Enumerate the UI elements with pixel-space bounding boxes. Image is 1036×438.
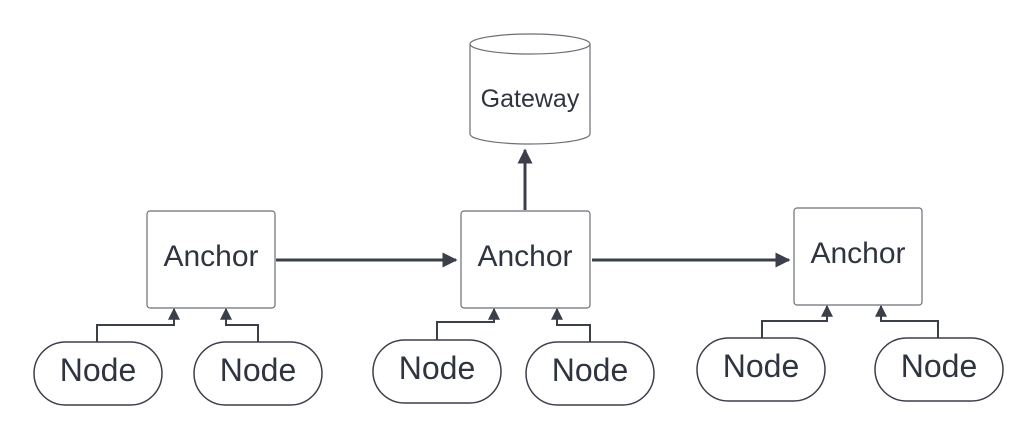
connector-node6-to-anchor3 bbox=[875, 304, 939, 338]
connector-node5-to-anchor3 bbox=[761, 304, 833, 338]
node-label: Node bbox=[220, 352, 297, 388]
node-pill-3[interactable]: Node bbox=[372, 339, 502, 404]
connector-node4-to-anchor2 bbox=[551, 307, 591, 342]
gateway-cylinder-top bbox=[469, 33, 591, 55]
anchor-label: Anchor bbox=[477, 240, 572, 273]
node-label: Node bbox=[901, 348, 978, 384]
anchor-box-2[interactable]: Anchor bbox=[460, 210, 591, 309]
anchor-box-3[interactable]: Anchor bbox=[793, 207, 923, 306]
connector-node1-to-anchor1 bbox=[96, 307, 180, 342]
node-label: Node bbox=[399, 350, 476, 386]
gateway-database[interactable]: Gateway bbox=[469, 33, 591, 145]
gateway-cylinder-body bbox=[469, 44, 591, 145]
connector-node3-to-anchor2 bbox=[436, 307, 500, 340]
connector-node2-to-anchor1 bbox=[220, 307, 259, 342]
anchor-box-1[interactable]: Anchor bbox=[146, 210, 276, 309]
node-pill-2[interactable]: Node bbox=[193, 341, 323, 406]
node-pill-5[interactable]: Node bbox=[696, 337, 826, 402]
gateway-label: Gateway bbox=[481, 85, 580, 113]
anchor-label: Anchor bbox=[163, 240, 258, 273]
node-label: Node bbox=[723, 348, 800, 384]
node-pill-6[interactable]: Node bbox=[874, 337, 1004, 402]
node-pill-1[interactable]: Node bbox=[33, 341, 163, 406]
node-label: Node bbox=[60, 352, 137, 388]
node-label: Node bbox=[552, 352, 629, 388]
node-pill-4[interactable]: Node bbox=[525, 341, 655, 406]
anchor-label: Anchor bbox=[810, 237, 905, 270]
